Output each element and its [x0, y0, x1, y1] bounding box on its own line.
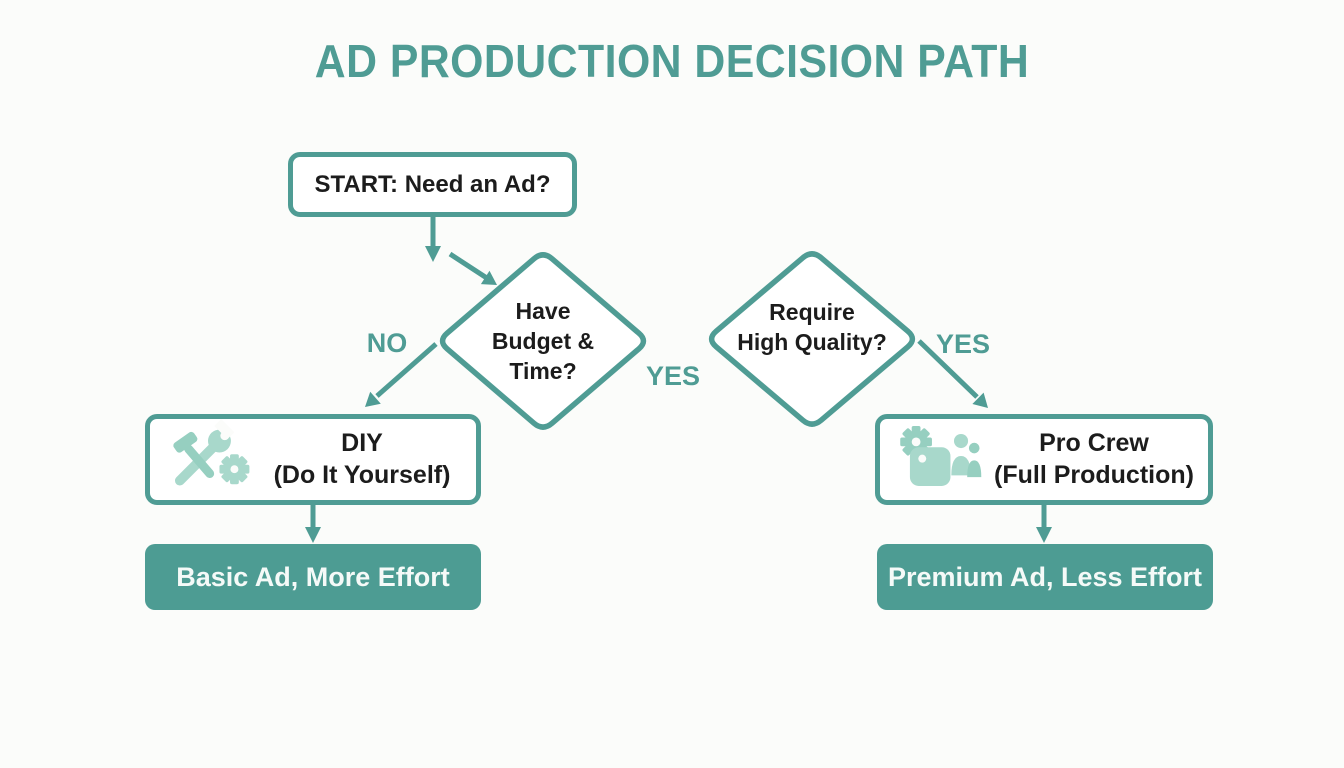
page-title: AD PRODUCTION DECISION PATH — [314, 35, 1030, 87]
diy-node-label: DIY (Do It Yourself) — [254, 428, 470, 491]
decision-budget-time-label: Have Budget & Time? — [491, 298, 595, 384]
arrow-yes-to-pro-crew — [917, 339, 988, 408]
pro-crew-node: Pro Crew (Full Production) — [875, 414, 1213, 505]
arrow-diy-to-basic — [305, 505, 321, 543]
yes-branch-label-right: YES — [935, 329, 991, 359]
diy-node-title: DIY — [341, 429, 383, 458]
decision-high-quality-label: Require High Quality? — [737, 299, 887, 355]
arrow-pro-to-premium — [1036, 505, 1052, 543]
pro-crew-node-title: Pro Crew — [1039, 429, 1149, 458]
arrow-no-to-diy — [365, 342, 438, 407]
yes-branch-label-mid: YES — [645, 361, 701, 391]
pro-crew-node-subtitle: (Full Production) — [994, 460, 1194, 489]
diy-node-subtitle: (Do It Yourself) — [273, 460, 451, 489]
diy-node: DIY (Do It Yourself) — [145, 414, 481, 505]
arrow-into-decision1 — [448, 251, 497, 285]
outcome-basic-node: Basic Ad, More Effort — [145, 544, 481, 610]
outcome-premium-label: Premium Ad, Less Effort — [887, 561, 1203, 592]
decision-high-quality-shape — [708, 251, 916, 427]
outcome-premium-node: Premium Ad, Less Effort — [877, 544, 1213, 610]
arrow-start-down — [425, 217, 441, 262]
tools-icon — [162, 419, 254, 500]
no-branch-label: NO — [366, 328, 408, 358]
crew-camera-icon — [892, 419, 986, 500]
pro-crew-node-label: Pro Crew (Full Production) — [986, 428, 1202, 491]
decision-budget-time-shape — [439, 252, 647, 430]
start-node-label: START: Need an Ad? — [314, 170, 551, 198]
start-node: START: Need an Ad? — [288, 152, 577, 217]
outcome-basic-label: Basic Ad, More Effort — [176, 561, 450, 592]
